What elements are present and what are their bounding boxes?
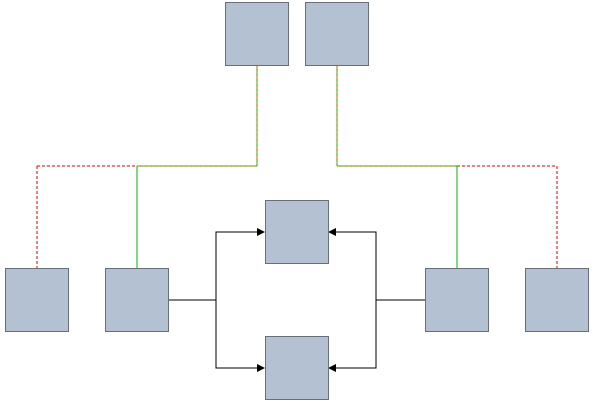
- left-inner-node[interactable]: [105, 268, 169, 332]
- nodes-layer: [5, 2, 589, 400]
- right-to-center-top-arrow: [328, 228, 425, 301]
- connectors-layer: [36, 66, 558, 372]
- right-to-center-bottom-arrow: [328, 300, 377, 372]
- top-left-node[interactable]: [225, 2, 289, 66]
- center-top-node[interactable]: [265, 200, 329, 264]
- right-outer-node[interactable]: [525, 268, 589, 332]
- center-bottom-node[interactable]: [265, 336, 329, 400]
- left-to-center-bottom-arrow: [215, 300, 265, 372]
- top-right-node[interactable]: [305, 2, 369, 66]
- left-outer-node[interactable]: [5, 268, 69, 332]
- right-inner-node[interactable]: [425, 268, 489, 332]
- left-to-center-top-arrow: [169, 228, 265, 301]
